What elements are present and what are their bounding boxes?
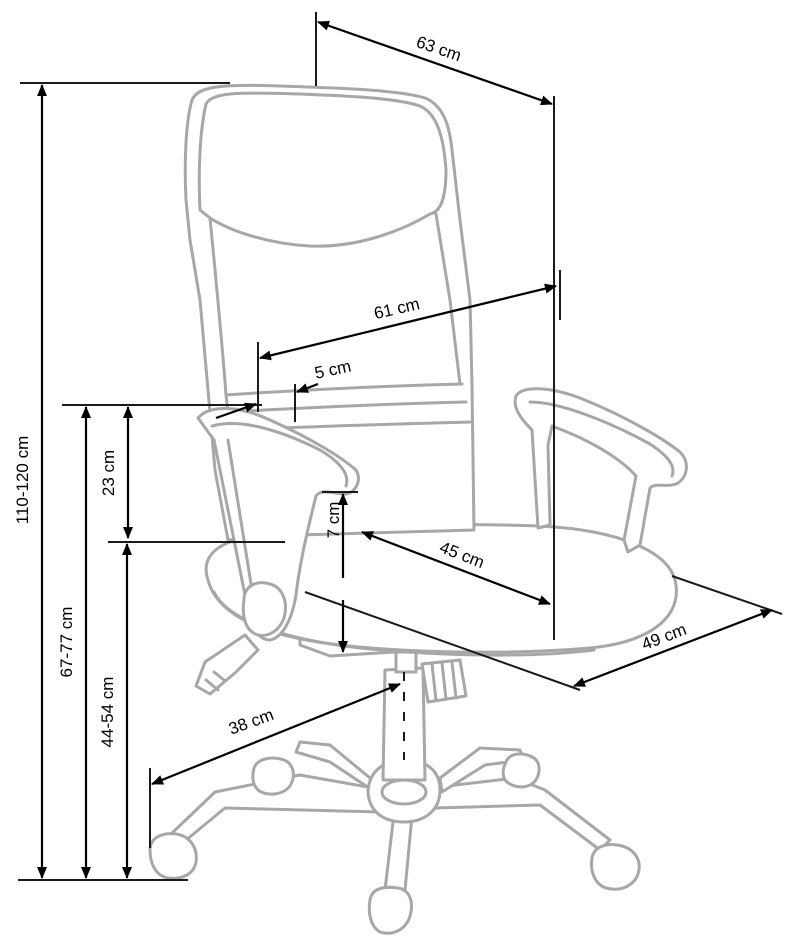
chair-gas-lift bbox=[381, 650, 468, 782]
dim-line-49 bbox=[573, 608, 773, 688]
dim-line-5-left bbox=[215, 402, 257, 420]
chair-armrest-right bbox=[513, 387, 688, 554]
dim-line-38 bbox=[151, 682, 401, 786]
dim-line-5-right bbox=[296, 382, 319, 394]
dim-line-63 bbox=[317, 20, 553, 106]
dim-line-61 bbox=[259, 283, 557, 361]
ext-seat-front-diag bbox=[304, 591, 581, 691]
label-base-radius: 38 cm bbox=[226, 705, 276, 739]
chair-outline bbox=[148, 83, 688, 935]
label-total-height: 110-120 cm bbox=[13, 436, 32, 525]
dim-line-45 bbox=[361, 530, 551, 606]
label-armrest-height: 23 cm bbox=[99, 450, 118, 496]
label-seat-thickness: 7 cm bbox=[324, 502, 343, 539]
ext-seat-right-diag bbox=[671, 575, 783, 615]
label-seat-height: 44-54 cm bbox=[98, 677, 117, 748]
label-armrest-floor-height: 67-77 cm bbox=[57, 607, 76, 678]
label-depth-top: 63 cm bbox=[414, 32, 464, 65]
dimension-lines bbox=[18, 12, 783, 881]
